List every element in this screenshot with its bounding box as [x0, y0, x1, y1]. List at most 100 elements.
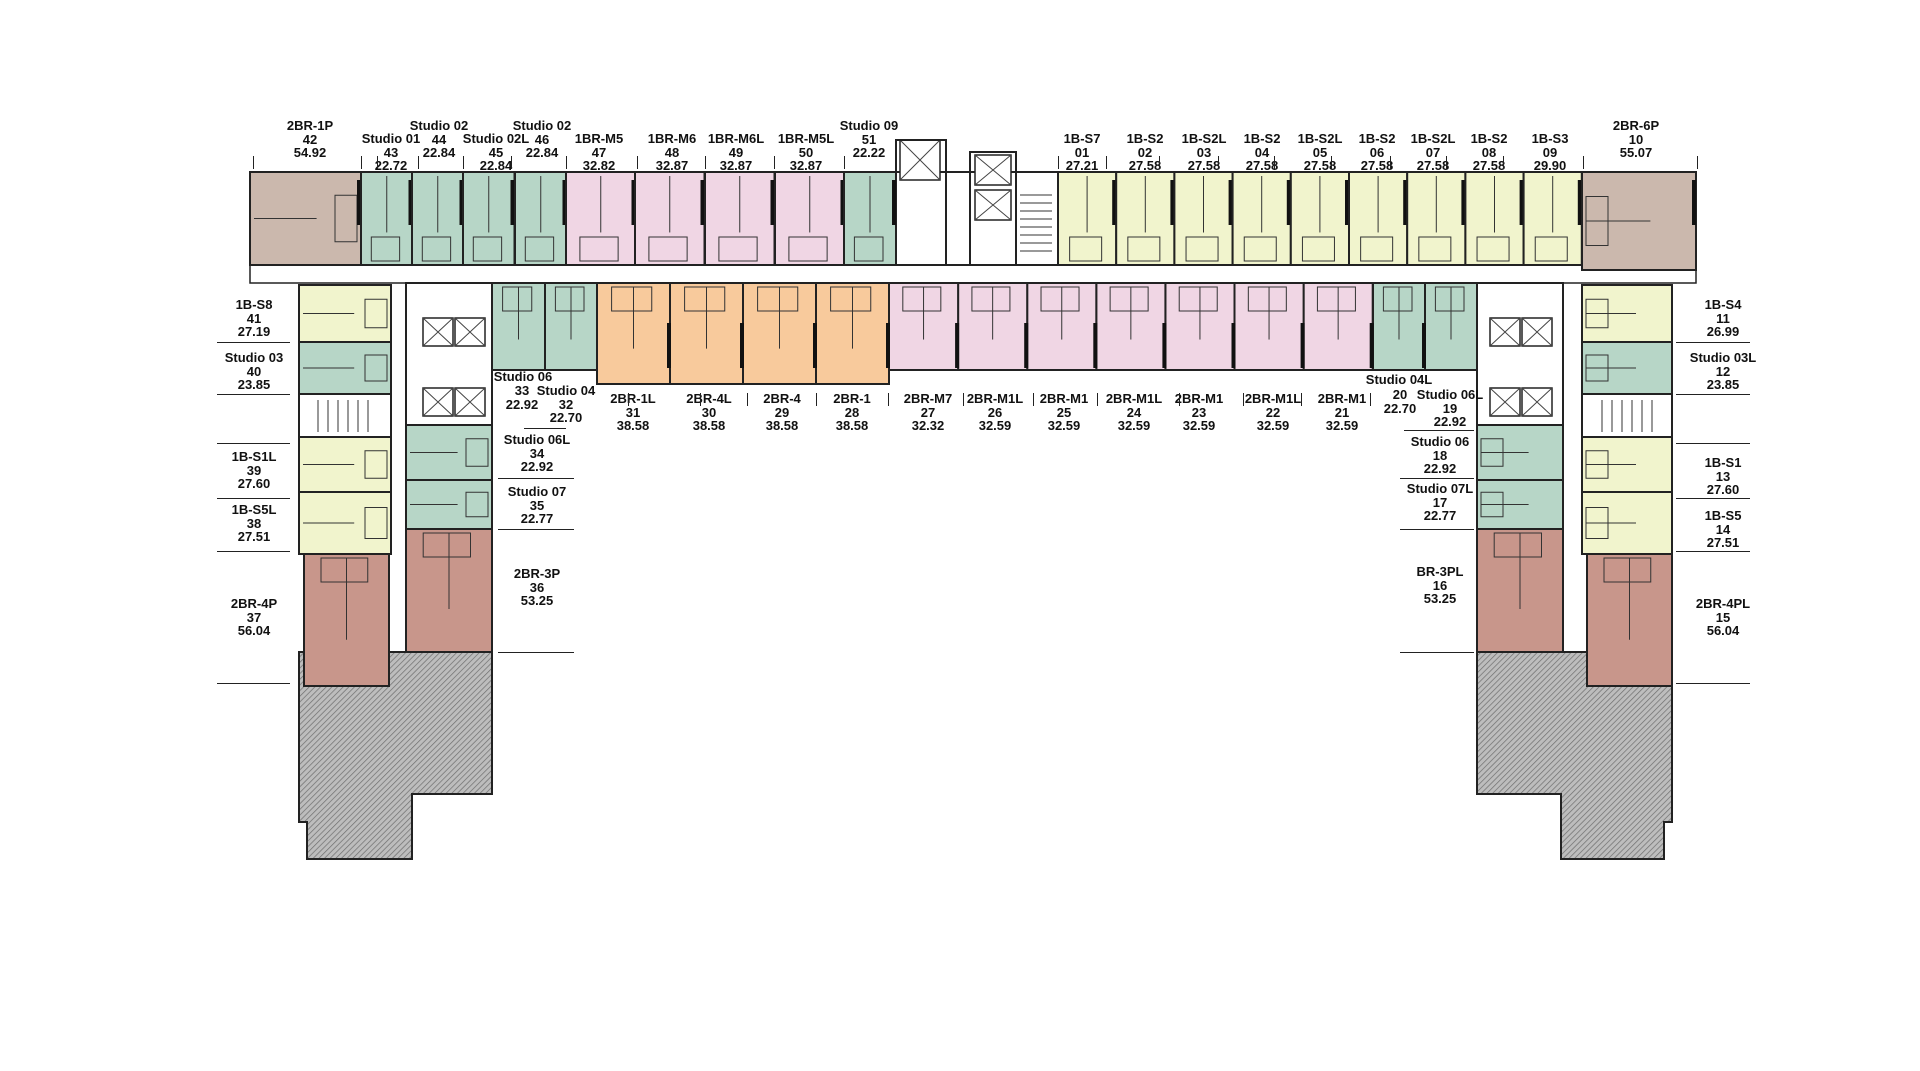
window-wall	[1519, 180, 1524, 225]
unit-type: Studio 09	[839, 118, 899, 133]
unit-number: 04	[1254, 144, 1270, 160]
unit-number: 21	[1334, 404, 1350, 420]
unit-label-33-type: Studio 06	[494, 370, 553, 384]
label-tick	[463, 156, 464, 169]
unit-area: 27.58	[1187, 158, 1221, 173]
unit-type: 2BR-4P	[230, 596, 278, 611]
unit-type: Studio 06L	[503, 432, 571, 447]
label-tick	[511, 156, 512, 169]
unit-48	[634, 171, 706, 266]
window-wall	[357, 180, 361, 225]
unit-area: 29.90	[1533, 158, 1567, 173]
unit-area: 22.92	[1433, 414, 1467, 429]
label-tick	[1274, 156, 1275, 169]
unit-22	[1233, 282, 1305, 371]
unit-number: 11	[1716, 310, 1730, 326]
label-tick	[1503, 156, 1504, 169]
window-wall	[1692, 180, 1696, 225]
unit-number: 44	[431, 131, 447, 147]
unit-area: 56.04	[237, 623, 271, 638]
elevator-cross-icon	[1521, 387, 1553, 417]
bathroom	[902, 286, 942, 312]
unit-area: 22.84	[525, 145, 559, 160]
bathroom	[611, 286, 653, 312]
bathroom	[1585, 298, 1609, 329]
window-wall	[700, 180, 705, 225]
unit-area: 54.92	[293, 145, 327, 160]
bathroom	[364, 298, 388, 329]
unit-area: 23.85	[1706, 377, 1740, 392]
unit-type: 1B-S2L	[1410, 131, 1456, 146]
unit-type: 2BR-1	[833, 391, 871, 406]
label-tick	[566, 156, 567, 169]
window-wall	[1461, 180, 1466, 225]
unit-type: 2BR-4L	[686, 391, 732, 406]
label-divider	[1676, 394, 1750, 395]
unit-type: 2BR-M1L	[1105, 391, 1163, 406]
bathroom	[1301, 236, 1335, 262]
unit-type: 1B-S2L	[1181, 131, 1227, 146]
unit-number: 33	[514, 383, 530, 398]
unit-area: 53.25	[520, 593, 554, 608]
unit-type: 2BR-M1L	[966, 391, 1024, 406]
unit-type: 2BR-1L	[610, 391, 656, 406]
elevator-cross-icon	[454, 317, 486, 347]
unit-type: 1B-S3	[1531, 131, 1569, 146]
unit-number: 39	[246, 462, 262, 478]
label-tick	[1097, 393, 1098, 406]
unit-45	[462, 171, 516, 266]
unit-area: 32.59	[1325, 418, 1359, 433]
unit-area: 22.22	[852, 145, 886, 160]
label-tick	[963, 393, 964, 406]
label-divider	[217, 683, 290, 684]
elevator-cross-icon	[422, 387, 454, 417]
unit-number: 29	[774, 404, 790, 420]
bathroom	[718, 236, 758, 262]
unit-area: 32.82	[582, 158, 616, 173]
label-tick	[1159, 156, 1160, 169]
bathroom	[1382, 286, 1413, 312]
window-wall	[510, 180, 515, 225]
unit-area: 32.87	[655, 158, 689, 173]
unit-number: 19	[1442, 400, 1458, 416]
unit-type: Studio 07L	[1406, 481, 1474, 496]
label-tick	[844, 156, 845, 169]
unit-13	[1581, 436, 1673, 493]
bathroom	[788, 236, 828, 262]
corridor-top	[249, 264, 1697, 284]
unit-19	[1424, 282, 1478, 371]
unit-38	[298, 491, 392, 555]
window-wall	[459, 180, 464, 225]
bathroom	[1178, 286, 1218, 312]
elevator-cross-icon	[1521, 317, 1553, 347]
bathroom	[648, 236, 688, 262]
unit-type: 1B-S5L	[231, 502, 277, 517]
unit-area: 27.58	[1128, 158, 1162, 173]
unit-type: 1B-S2	[1358, 131, 1396, 146]
label-divider	[217, 443, 290, 444]
unit-number: 47	[591, 144, 607, 160]
unit-number: 12	[1715, 363, 1731, 379]
unit-25	[1026, 282, 1098, 371]
unit-type: Studio 07	[507, 484, 567, 499]
unit-type: Studio 03L	[1689, 350, 1757, 365]
label-divider	[524, 428, 566, 429]
unit-number: 10	[1628, 131, 1644, 147]
unit-number: 46	[534, 131, 550, 147]
